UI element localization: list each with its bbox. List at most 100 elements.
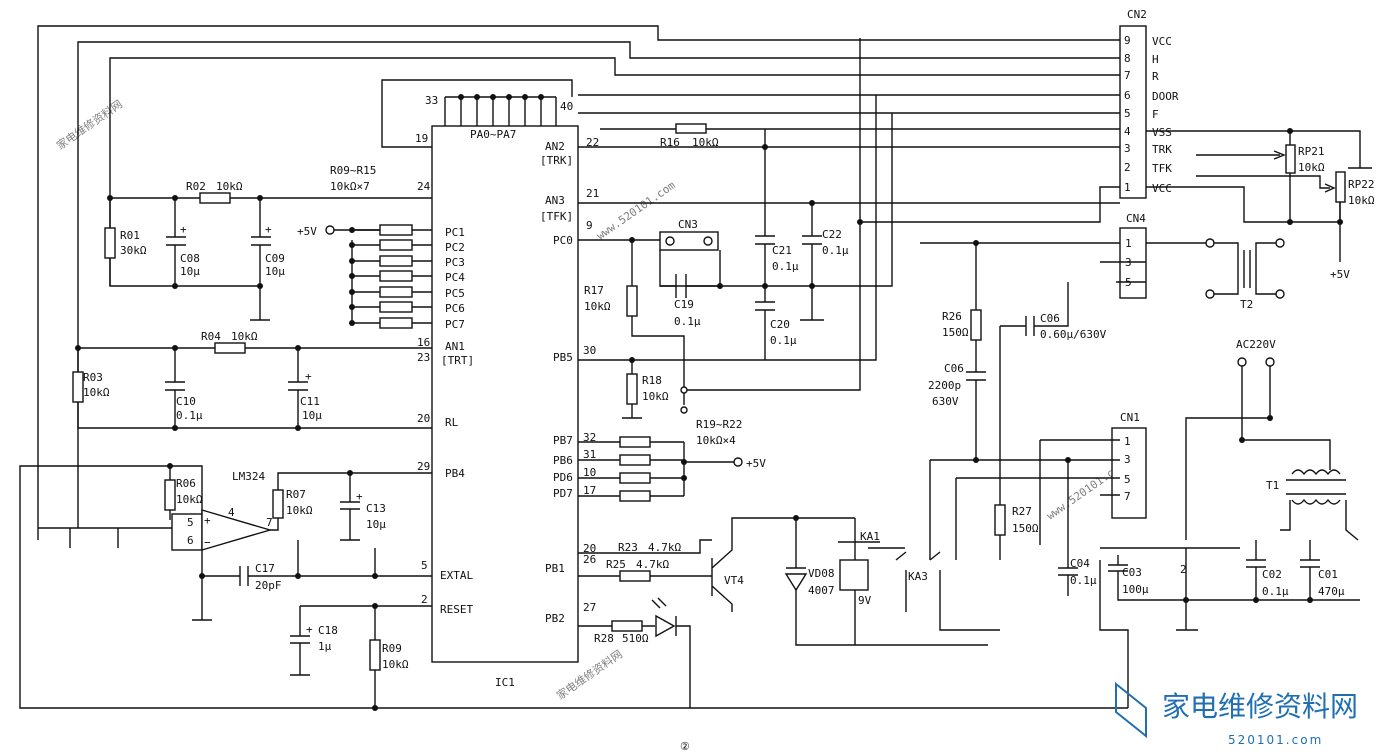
- r25-ref: R25: [606, 558, 626, 571]
- t1-secondary: [1280, 500, 1359, 541]
- pc-5v-label: +5V: [297, 225, 317, 238]
- r19-r22-value: 10kΩ×4: [696, 434, 736, 447]
- c03: [1100, 547, 1360, 601]
- lm-input-wire: [37, 527, 202, 548]
- c08-value: 10μ: [180, 265, 200, 278]
- pc-pin-label: PC2: [445, 241, 465, 254]
- junction: [857, 219, 863, 225]
- reg-ground: [1176, 548, 1198, 631]
- r02-ref: R02: [186, 180, 206, 193]
- r04-value: 10kΩ: [231, 330, 258, 343]
- c04-ref: C04: [1070, 557, 1090, 570]
- reset-network: + C18 1μ R09 10kΩ: [19, 595, 1128, 711]
- supply-return: [1099, 560, 1129, 708]
- r02-value: 10kΩ: [216, 180, 243, 193]
- r01-ref: R01: [120, 229, 140, 242]
- r03-body: [72, 371, 84, 403]
- svg-text:VSS: VSS: [1152, 126, 1172, 139]
- r19-r22-array: PB7 32 PB6 31 PD6 10 PD7 17 +5V R19~R22 …: [553, 418, 766, 502]
- r06-value: 10kΩ: [176, 493, 203, 506]
- lm-feedback-wire: [19, 465, 203, 595]
- svg-text:1: 1: [1125, 237, 1132, 250]
- r04-ref: R04: [201, 330, 221, 343]
- r19-r22-ref: R19~R22: [696, 418, 742, 431]
- svg-text:4: 4: [228, 506, 235, 519]
- rp21-value: 10kΩ: [1298, 161, 1325, 174]
- pin-label: RESET: [440, 603, 473, 616]
- r16-ref: R16: [660, 136, 680, 149]
- c08: [166, 198, 186, 286]
- pin-label: PB4: [445, 467, 465, 480]
- ic1-label: IC1: [495, 676, 515, 689]
- r17-wire: [631, 240, 685, 405]
- svg-text:+: +: [356, 490, 363, 503]
- pin-num: 20: [583, 542, 596, 555]
- r16-value: 10kΩ: [692, 136, 719, 149]
- pin19-wire: [381, 79, 573, 148]
- pin-num: 5: [421, 559, 428, 572]
- rp22-value: 10kΩ: [1348, 194, 1375, 207]
- ka1-value: 9V: [858, 594, 872, 607]
- c06a-cap: [999, 316, 1040, 508]
- r27-ref: R27: [1012, 505, 1032, 518]
- r09-r15-value: 10kΩ×7: [330, 180, 370, 193]
- ka3-contacts: [895, 551, 941, 612]
- svg-text:1: 1: [1124, 435, 1131, 448]
- pc-pin-label: PC7: [445, 318, 465, 331]
- r01-body: [104, 227, 116, 259]
- svg-text:5: 5: [1124, 473, 1131, 486]
- c18-value: 1μ: [318, 640, 332, 653]
- svg-text:TFK: TFK: [1152, 162, 1172, 175]
- port-5v-label: +5V: [746, 457, 766, 470]
- pin-label: RL: [445, 416, 459, 429]
- r01-r02-c08-c09: R02 10kΩ R01 30kΩ + C08 10μ + C09 10μ: [104, 180, 432, 321]
- svg-text:5: 5: [187, 516, 194, 529]
- rp22-wiper: [1196, 175, 1330, 189]
- r26-body: [970, 309, 982, 341]
- svg-text:+: +: [305, 370, 312, 383]
- wire-r: [109, 57, 1120, 286]
- ic1-mcu: IC1 PA0~PA7 33 40 19: [381, 79, 579, 689]
- r18-body: [626, 373, 638, 405]
- pin-40-num: 40: [560, 100, 573, 113]
- r02-body: [199, 192, 231, 204]
- r09-body: [369, 639, 381, 671]
- pin-label: PB1: [545, 562, 565, 575]
- vcc-wire: [1146, 186, 1340, 223]
- svg-text:5: 5: [1124, 107, 1131, 120]
- r18-wire: [622, 360, 642, 419]
- vt4-transistor: [711, 517, 855, 612]
- ic1-left-pins: 24 16 AN1 23 [TRT] 20 RL 29 PB4 5 EXTAL …: [417, 180, 474, 616]
- r16: R16 10kΩ: [600, 123, 1120, 149]
- c22-ref: C22: [822, 228, 842, 241]
- pin-19-num: 19: [415, 132, 428, 145]
- r28-body: [611, 620, 643, 632]
- c09: [250, 198, 271, 321]
- vd08-value: 4007: [808, 584, 835, 597]
- r06-body: [164, 479, 176, 511]
- pin-num: 26: [583, 553, 596, 566]
- svg-text:6: 6: [187, 534, 194, 547]
- pin-label: AN3: [545, 194, 565, 207]
- port-pin-num: 10: [583, 466, 596, 479]
- r09-ref: R09: [382, 642, 402, 655]
- r09-value: 10kΩ: [382, 658, 409, 671]
- r18: R18 10kΩ: [622, 357, 669, 419]
- r26-c06: R26 150Ω C06 2200p 630V C06 0.60μ/630V: [928, 243, 1107, 508]
- port-pin-label: PB7: [553, 434, 573, 447]
- svg-text:VCC: VCC: [1152, 35, 1172, 48]
- r18-ref: R18: [642, 374, 662, 387]
- pc-pin-label: PC4: [445, 271, 465, 284]
- r03-value: 10kΩ: [83, 386, 110, 399]
- rp21-ref: RP21: [1298, 145, 1325, 158]
- r23-ref: R23: [618, 541, 638, 554]
- cn4-label: CN4: [1126, 212, 1146, 225]
- c18: [290, 606, 310, 676]
- c19-value: 0.1μ: [674, 315, 701, 328]
